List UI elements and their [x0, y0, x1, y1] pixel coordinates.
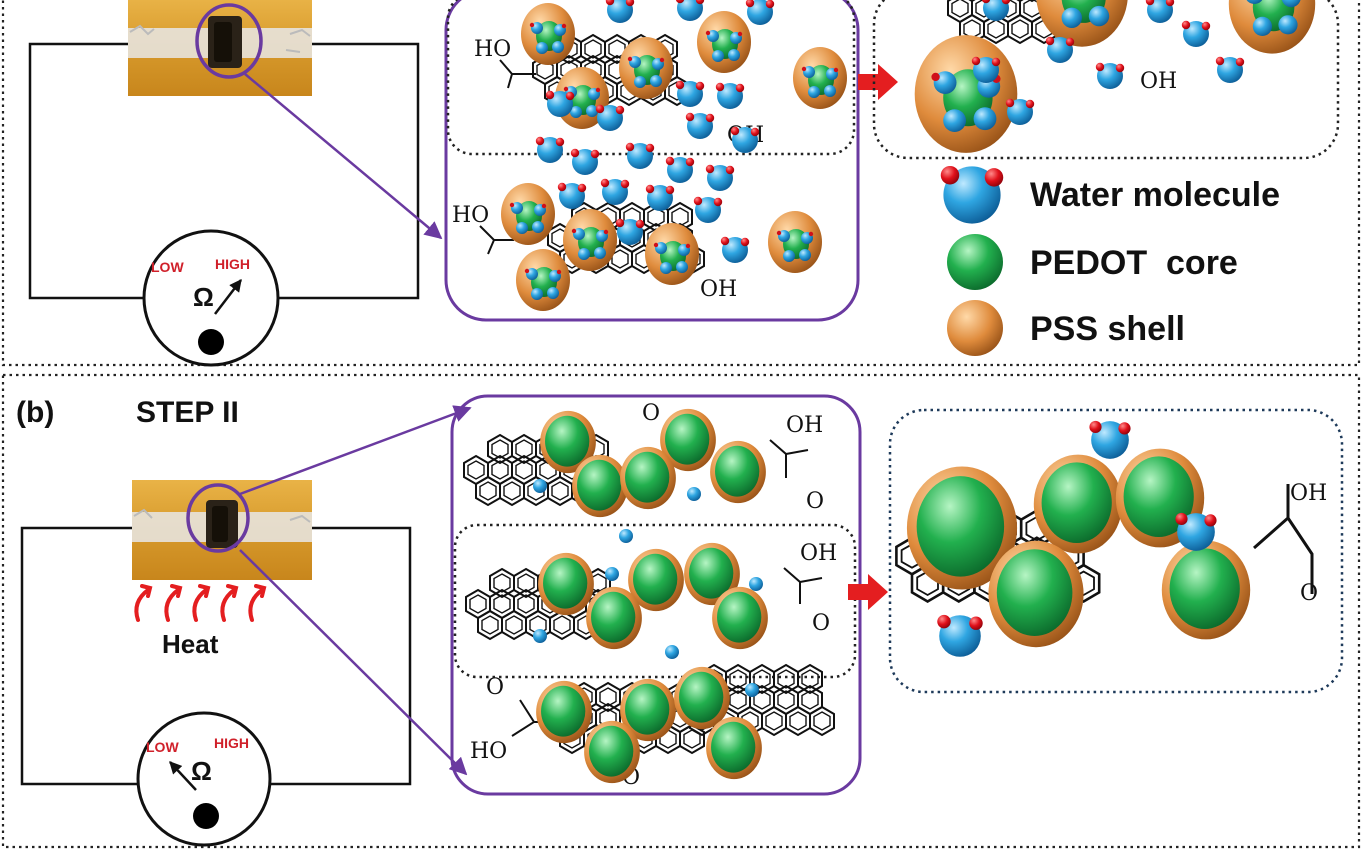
- hooc-label-b: HO: [452, 203, 489, 228]
- ho-label-b: HO: [470, 739, 507, 764]
- ohmmeter-top: LOW HIGH Ω: [142, 229, 280, 367]
- ohmmeter-bottom: LOW HIGH Ω: [136, 711, 272, 847]
- heat-label: Heat: [162, 629, 219, 659]
- red-arrow-bottom: [848, 574, 888, 610]
- detail-box-bottom: [888, 408, 1344, 694]
- ohm-symbol: Ω: [193, 282, 214, 312]
- o-label-b3: O: [486, 675, 504, 700]
- meter-high-label-b: HIGH: [214, 735, 249, 751]
- panel-b-frame: [1, 373, 1361, 849]
- zoom-circle-bottom: [186, 483, 250, 553]
- oh-label-b: OH: [700, 277, 737, 302]
- inner-dotted-bottom: [453, 523, 857, 679]
- zoom-arrow-top: [244, 73, 443, 240]
- panel-b-label: (b): [16, 396, 54, 429]
- o-label-b4: O: [642, 401, 660, 426]
- sensor-photo-bottom: [132, 480, 312, 580]
- legend-pss-icon: [947, 300, 1003, 356]
- step-label: STEP II: [136, 396, 239, 429]
- detail-chem-bottom: OH O: [1253, 481, 1327, 606]
- meter-needle: [214, 279, 242, 315]
- meter-high-label: HIGH: [215, 256, 250, 272]
- panel-a-frame: [1, 0, 1361, 367]
- meter-needle-b: [169, 761, 197, 791]
- o-label-detail: O: [1300, 581, 1318, 606]
- oh-label-b2: OH: [800, 541, 837, 566]
- zoom-box-top: [444, 0, 860, 322]
- hooc-label-a: HO: [474, 37, 511, 62]
- water-small-bottom: [533, 479, 763, 697]
- legend-pss-label: PSS shell: [1030, 310, 1185, 348]
- circuit-top: [28, 42, 420, 300]
- meter-pivot-b: [193, 803, 219, 829]
- oh-label-detail: OH: [1290, 481, 1327, 506]
- ohm-symbol-b: Ω: [191, 756, 212, 786]
- red-arrow-top: [858, 64, 898, 100]
- detail-box-top: [872, 0, 1340, 160]
- oh-label-b1: OH: [786, 413, 823, 438]
- oh-label-right: OH: [1140, 69, 1177, 94]
- meter-low-label-b: LOW: [146, 739, 179, 755]
- pedot-particles-bottom: [536, 408, 768, 784]
- heat-arrows: [134, 584, 267, 622]
- zoom-circle-top: [195, 3, 263, 79]
- o-label-b2: O: [812, 611, 830, 636]
- legend-pedot-icon: [947, 234, 1003, 290]
- meter-pivot: [198, 329, 224, 355]
- zoom-arrow-bottom-upper: [239, 405, 472, 496]
- legend-pedot-label: PEDOT core: [1030, 244, 1238, 282]
- legend-water-icon: [940, 165, 1004, 224]
- o-label-b1: O: [806, 489, 824, 514]
- legend-water-label: Water molecule: [1030, 176, 1280, 214]
- sensor-photo-top: [128, 0, 312, 96]
- zoom-arrow-bottom-lower: [239, 549, 468, 776]
- circuit-bottom: [20, 526, 412, 786]
- legend: Water molecule PEDOT core PSS shell: [940, 165, 1280, 356]
- meter-low-label: LOW: [151, 259, 184, 275]
